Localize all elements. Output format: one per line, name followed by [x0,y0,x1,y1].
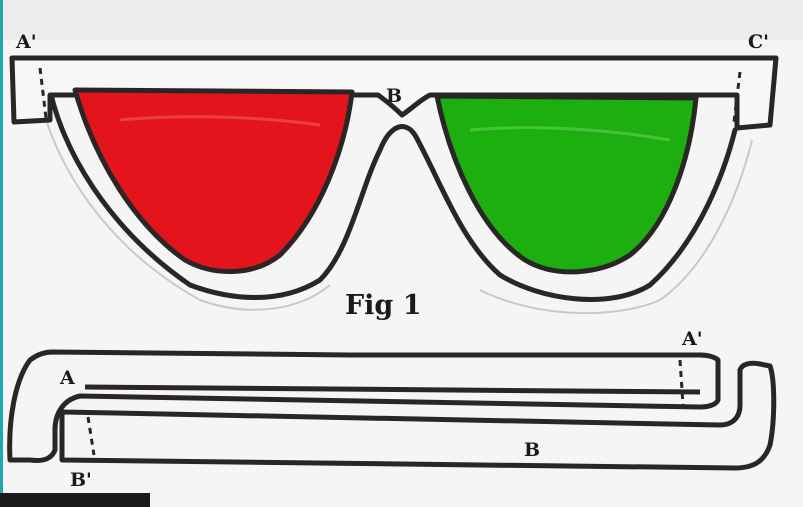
label-arm-b-prime: B' [70,469,92,491]
label-top-right: C' [748,31,769,53]
dark-strip-bottom [0,493,150,507]
cyan-border-left [0,0,3,507]
figure-caption: Fig 1 [345,290,422,321]
label-arm-a: A [59,367,75,389]
label-bridge: B [386,85,402,107]
scan-shadow [0,0,803,40]
label-arm-b: B [524,439,540,461]
label-top-left: A' [15,31,37,53]
label-arm-a-prime: A' [681,328,703,350]
